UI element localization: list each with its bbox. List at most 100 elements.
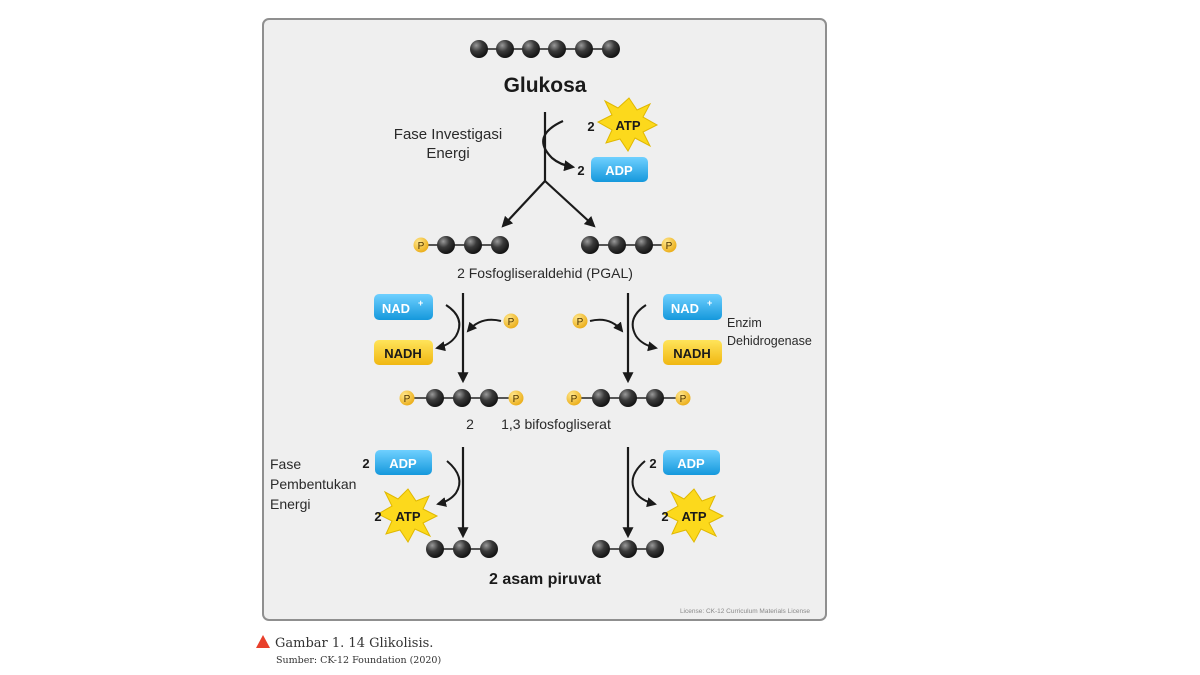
carbon-atom xyxy=(522,40,540,58)
carbon-atom xyxy=(496,40,514,58)
carbon-atom xyxy=(608,236,626,254)
carbon-atom xyxy=(437,236,455,254)
svg-text:NAD: NAD xyxy=(671,301,699,316)
triangle-marker-icon xyxy=(256,635,270,648)
carbon-atom xyxy=(592,389,610,407)
payoff-phase-line2: Pembentukan xyxy=(270,476,356,492)
carbon-atom xyxy=(548,40,566,58)
adp-coefficient: 2 xyxy=(577,163,584,178)
svg-text:ADP: ADP xyxy=(389,456,417,471)
bpg-coefficient: 2 xyxy=(466,416,474,432)
adp-coefficient: 2 xyxy=(362,456,369,471)
phosphate-atom xyxy=(508,390,524,406)
carbon-atom xyxy=(453,540,471,558)
nad-to-nadh-arrow-right xyxy=(631,304,658,352)
phosphate-atom xyxy=(661,237,677,253)
figure-frame: Glukosa Fase Investigasi Energi ATP 2 AD… xyxy=(262,18,827,621)
svg-text:P: P xyxy=(513,394,520,405)
svg-text:NADH: NADH xyxy=(384,346,422,361)
adp-label: ADP xyxy=(605,163,633,178)
caption-source: Sumber: CK-12 Foundation (2020) xyxy=(276,655,442,666)
svg-text:P: P xyxy=(418,241,425,252)
split-arrow-left xyxy=(501,180,546,228)
atp-star-icon: ATP xyxy=(662,488,725,543)
phosphate-atom xyxy=(503,313,519,329)
carbon-atom xyxy=(426,540,444,558)
nad-badge-left xyxy=(374,294,433,320)
svg-text:P: P xyxy=(508,317,515,328)
carbon-atom xyxy=(480,389,498,407)
phosphate-atom xyxy=(399,390,415,406)
payoff-phase-line3: Energi xyxy=(270,496,310,512)
atp-coefficient: 2 xyxy=(587,119,594,134)
phosphate-atom xyxy=(572,313,588,329)
bpg-molecule-right: P P xyxy=(566,389,691,407)
adp-badge-left xyxy=(375,450,432,475)
enzyme-label-line2: Dehidrogenase xyxy=(727,334,812,348)
svg-text:+: + xyxy=(418,298,423,308)
glucose-chain xyxy=(470,40,620,58)
phosphate-in-arrow-right xyxy=(589,318,624,333)
atp-label: ATP xyxy=(615,118,640,133)
caption-title: Gambar 1. 14 Glikolisis. xyxy=(275,636,434,651)
svg-text:P: P xyxy=(680,394,687,405)
carbon-atom xyxy=(480,540,498,558)
carbon-atom xyxy=(646,389,664,407)
bpg-label: 1,3 bifosfogliserat xyxy=(501,416,611,432)
pyruvate-label: 2 asam piruvat xyxy=(489,571,602,588)
pyruvate-molecule-right xyxy=(592,540,664,558)
adp-to-atp-arrow-right xyxy=(631,460,657,508)
svg-text:NAD: NAD xyxy=(382,301,410,316)
phosphate-atom xyxy=(566,390,582,406)
carbon-atom xyxy=(575,40,593,58)
svg-text:P: P xyxy=(404,394,411,405)
glucose-label: Glukosa xyxy=(504,74,587,97)
carbon-atom xyxy=(635,236,653,254)
nadh-badge-left xyxy=(374,340,433,365)
nadh-badge-right xyxy=(663,340,722,365)
caption-title-row: Gambar 1. 14 Glikolisis. xyxy=(256,632,441,651)
investment-phase-line2: Energi xyxy=(426,145,469,162)
glycolysis-diagram: Glukosa Fase Investigasi Energi ATP 2 AD… xyxy=(270,40,812,615)
adp-badge-right xyxy=(663,450,720,475)
atp-coefficient: 2 xyxy=(374,509,381,524)
adp-badge xyxy=(591,157,648,182)
svg-text:ADP: ADP xyxy=(677,456,705,471)
nad-badge-right xyxy=(663,294,722,320)
carbon-atom xyxy=(453,389,471,407)
phosphate-in-arrow-left xyxy=(466,318,502,333)
svg-text:ATP: ATP xyxy=(681,509,706,524)
enzyme-label-line1: Enzim xyxy=(727,316,762,330)
pgal-molecule-left: P xyxy=(413,236,509,254)
carbon-atom xyxy=(464,236,482,254)
investment-phase-line1: Fase Investigasi xyxy=(394,126,502,143)
adp-to-atp-arrow-left xyxy=(436,460,461,507)
carbon-atom xyxy=(619,540,637,558)
carbon-atom xyxy=(581,236,599,254)
pgal-molecule-right: P xyxy=(581,236,677,254)
carbon-atom xyxy=(602,40,620,58)
carbon-atom xyxy=(491,236,509,254)
atp-coefficient: 2 xyxy=(661,509,668,524)
carbon-atom xyxy=(619,389,637,407)
phosphate-atom xyxy=(413,237,429,253)
svg-text:P: P xyxy=(571,394,578,405)
pgal-label: 2 Fosfogliseraldehid (PGAL) xyxy=(457,265,633,281)
carbon-atom xyxy=(470,40,488,58)
adp-coefficient: 2 xyxy=(649,456,656,471)
svg-text:+: + xyxy=(707,298,712,308)
license-text: License: CK-12 Curriculum Materials Lice… xyxy=(680,608,810,615)
carbon-atom xyxy=(646,540,664,558)
bpg-molecule-left: P P xyxy=(399,389,524,407)
phosphate-atom xyxy=(675,390,691,406)
nad-to-nadh-arrow-left xyxy=(435,304,461,352)
payoff-phase-line1: Fase xyxy=(270,456,301,472)
carbon-atom xyxy=(426,389,444,407)
atp-to-adp-arrow xyxy=(542,119,576,172)
svg-text:ATP: ATP xyxy=(395,509,420,524)
figure-caption: Gambar 1. 14 Glikolisis. Sumber: CK-12 F… xyxy=(256,632,441,666)
svg-text:NADH: NADH xyxy=(673,346,711,361)
split-arrow-right xyxy=(544,180,596,228)
svg-text:P: P xyxy=(577,317,584,328)
pyruvate-molecule-left xyxy=(426,540,498,558)
